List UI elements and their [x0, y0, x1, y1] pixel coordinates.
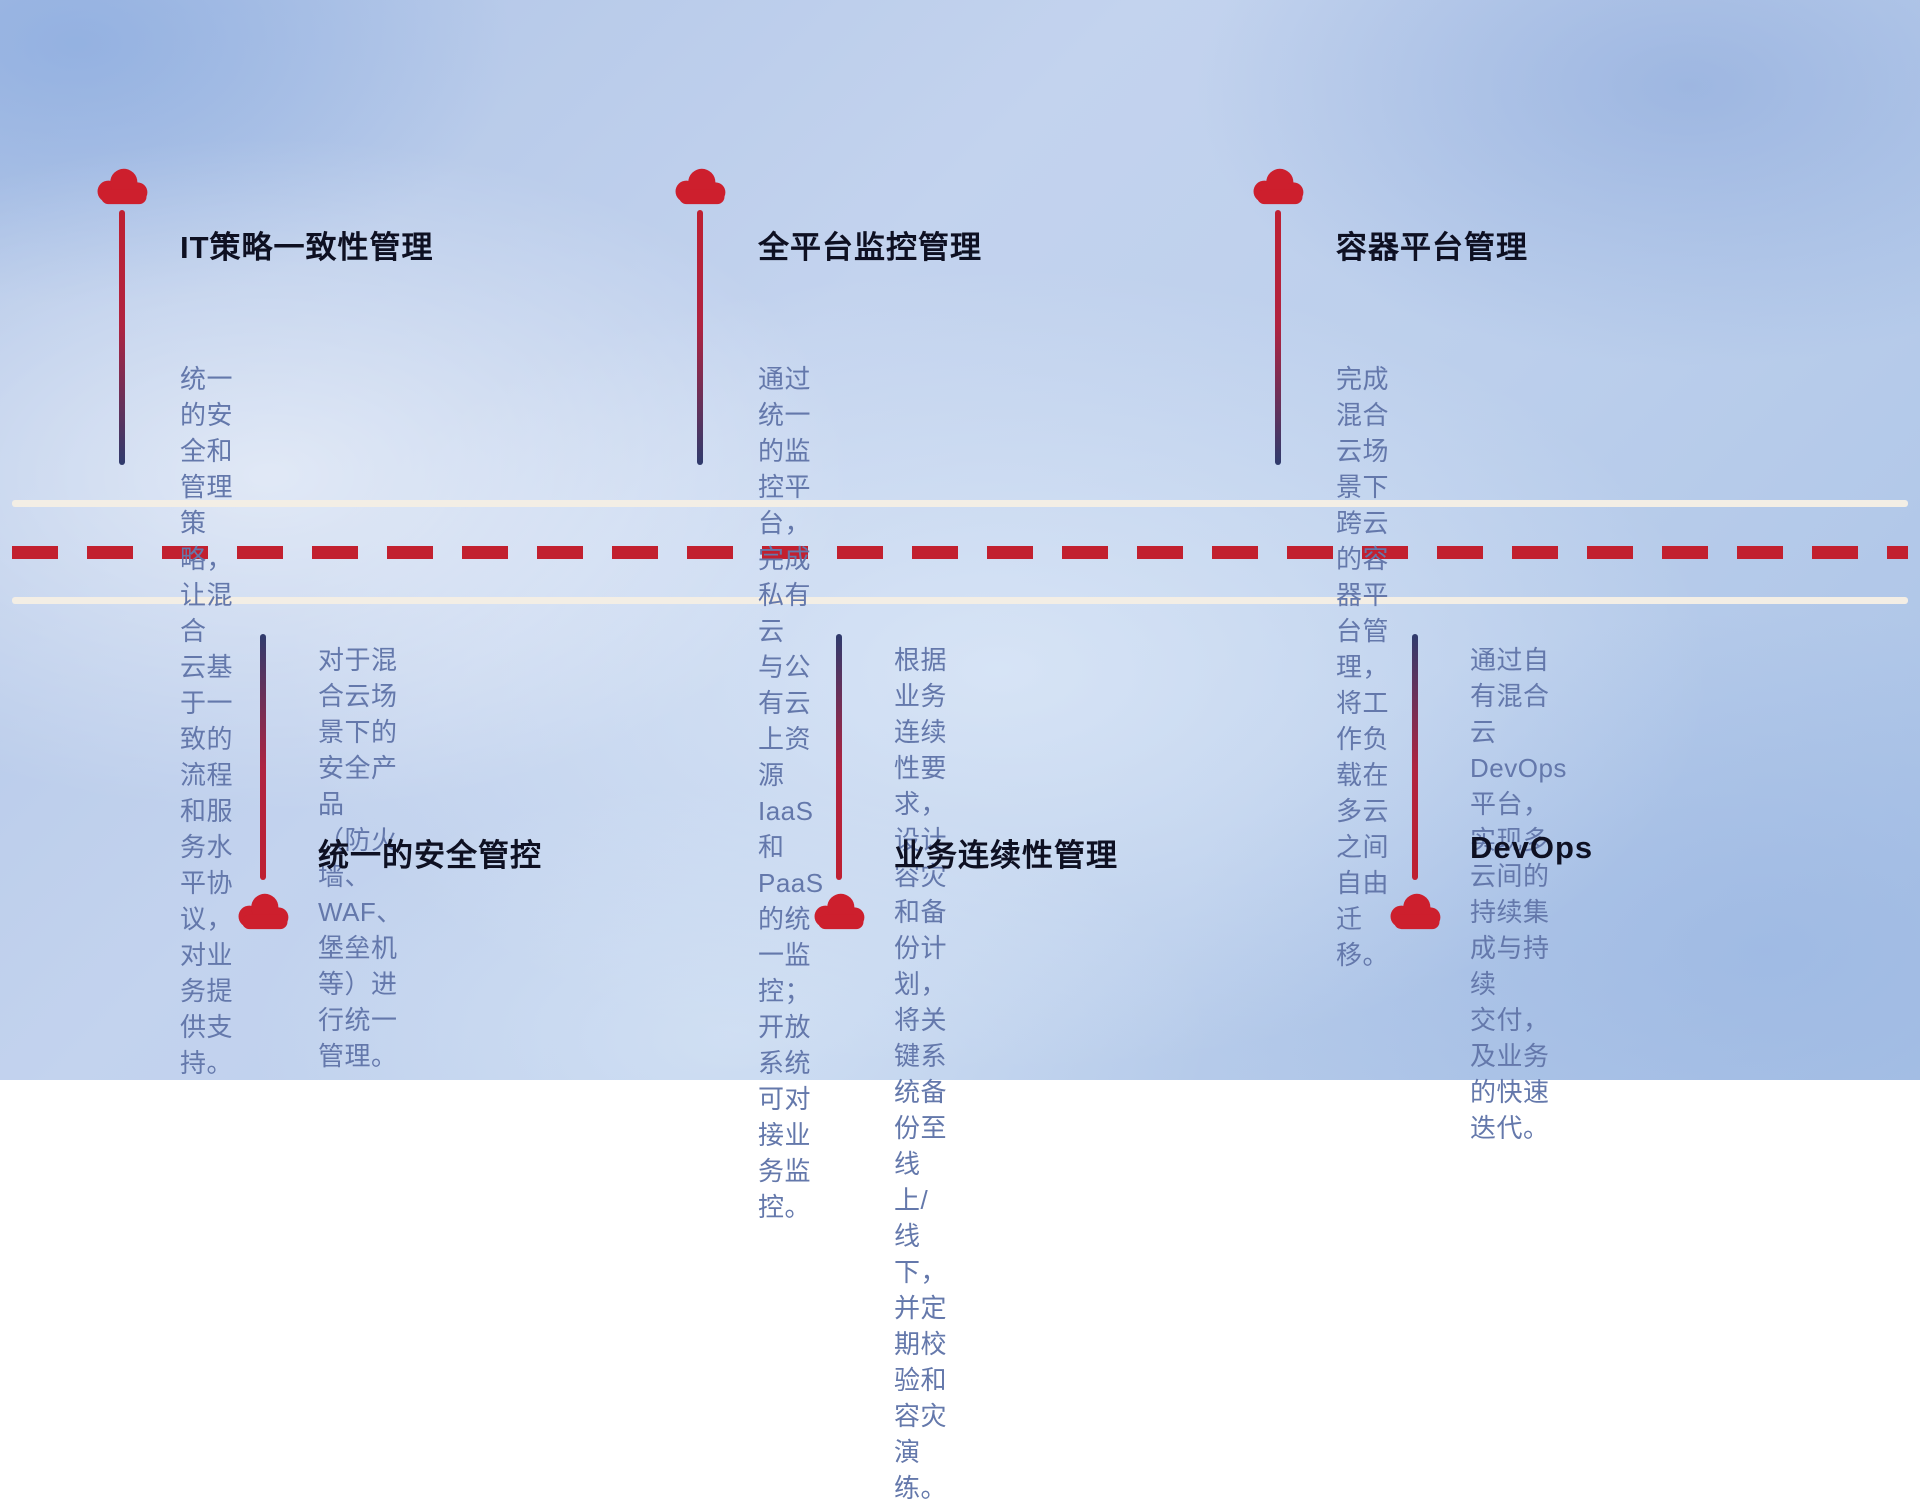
item-title: 容器平台管理: [1336, 230, 1528, 265]
timeline-stem: [1412, 634, 1418, 880]
item-description: 对于混合云场景下的安全产品 （防火墙、WAF、堡垒机等）进 行统一管理。: [318, 645, 403, 1071]
cloud-icon: [93, 165, 151, 207]
item-description: 统一的安全和管理策略，让混合 云基于一致的流程和服务水平协 议，对业务提供支持。: [180, 364, 234, 1078]
timeline-stem: [836, 634, 842, 880]
cloud-icon: [1249, 165, 1307, 207]
item-title: 统一的安全管控: [318, 838, 542, 873]
item-description: 根据业务连续性要求，设计容灾 和备份计划，将关键系统备份至 线上/线下，并定期校…: [894, 645, 948, 1503]
road-edge-bottom: [12, 597, 1908, 604]
road-dashed-centerline: [12, 546, 1908, 559]
item-title: IT策略一致性管理: [180, 230, 434, 265]
timeline-stem: [697, 210, 703, 465]
item-description: 通过统一的监控平台，完成私有云 与公有云上资源IaaS和PaaS的统 一监控；开…: [758, 364, 824, 1222]
cloud-icon: [810, 890, 868, 932]
item-title: DevOps: [1470, 830, 1594, 865]
cloud-icon: [234, 890, 292, 932]
road-edge-top: [12, 500, 1908, 507]
timeline-stem: [119, 210, 125, 465]
cloud-icon: [1386, 890, 1444, 932]
item-title: 全平台监控管理: [758, 230, 982, 265]
item-description: 完成混合云场景下跨云的容器平 台管理，将工作负载在多云之间 自由迁移。: [1336, 364, 1390, 970]
cloud-icon: [671, 165, 729, 207]
timeline-stem: [1275, 210, 1281, 465]
item-title: 业务连续性管理: [894, 838, 1118, 873]
timeline-stem: [260, 634, 266, 880]
item-description: 通过自有混合云DevOps平台， 实现多云间的持续集成与持续 交付，及业务的快速…: [1470, 645, 1567, 1143]
